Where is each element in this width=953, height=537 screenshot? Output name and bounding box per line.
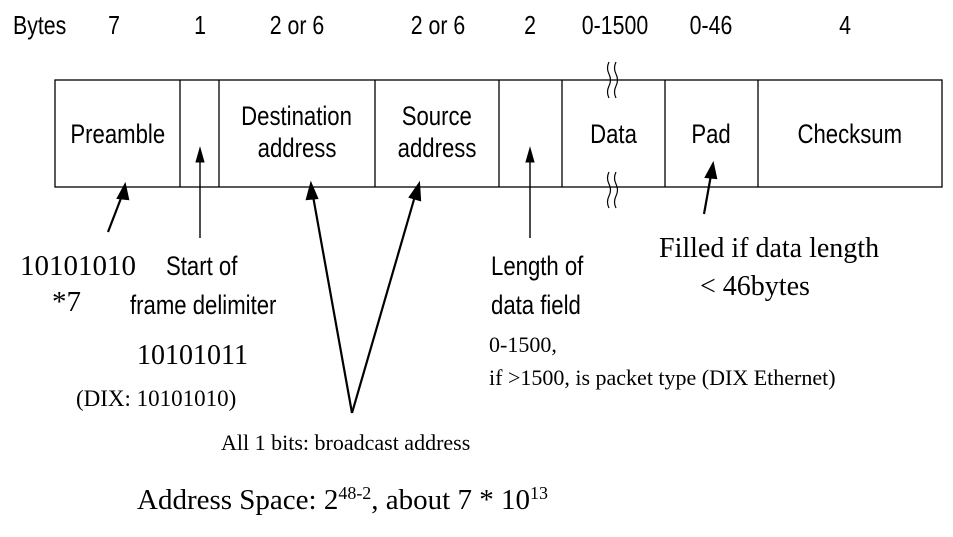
length-label-line1: Length of — [491, 251, 584, 281]
pad-arrow — [702, 174, 713, 215]
byte-size-data: 0-1500 — [581, 10, 649, 40]
address-space-note: Address Space: 248-2, about 7 * 1013 — [137, 483, 548, 516]
sfd-bits: 10101011 — [137, 340, 248, 371]
length-type-note: if >1500, is packet type (DIX Ethernet) — [489, 365, 836, 390]
pad-note-line2: < 46bytes — [700, 271, 810, 302]
field-checksum: Checksum — [797, 119, 903, 149]
field-pad: Pad — [691, 119, 732, 149]
field-data: Data — [590, 119, 637, 149]
byte-size-source: 2 or 6 — [410, 10, 466, 40]
sfd-label-line2: frame delimiter — [130, 290, 277, 320]
data-break-marks — [606, 61, 619, 209]
field-preamble: Preamble — [70, 119, 165, 149]
broadcast-note: All 1 bits: broadcast address — [221, 430, 471, 455]
byte-size-destination: 2 or 6 — [269, 10, 325, 40]
preamble-repeat: *7 — [52, 286, 81, 318]
pad-note-line1: Filled if data length — [659, 233, 880, 264]
preamble-bits: 10101010 — [20, 250, 136, 282]
source-arrowhead — [408, 180, 422, 202]
bytes-label: Bytes — [13, 10, 67, 40]
sfd-dix-bits: (DIX: 10101010) — [76, 386, 237, 411]
sfd-label-line1: Start of — [166, 251, 238, 281]
length-arrowhead — [525, 146, 535, 163]
sfd-arrowhead — [195, 146, 205, 163]
destination-arrowhead — [305, 180, 319, 201]
preamble-arrowhead — [116, 181, 130, 201]
destination-arrow — [311, 195, 354, 414]
byte-size-checksum: 4 — [839, 10, 851, 40]
byte-size-length: 2 — [524, 10, 536, 40]
preamble-arrow — [106, 192, 125, 233]
byte-size-preamble: 7 — [108, 10, 120, 40]
byte-size-pad: 0-46 — [689, 10, 733, 40]
byte-size-sfd: 1 — [194, 10, 206, 40]
source-arrow — [350, 195, 417, 414]
pad-arrowhead — [704, 160, 718, 180]
length-range-note: 0-1500, — [489, 332, 557, 357]
length-label-line2: data field — [491, 290, 581, 320]
